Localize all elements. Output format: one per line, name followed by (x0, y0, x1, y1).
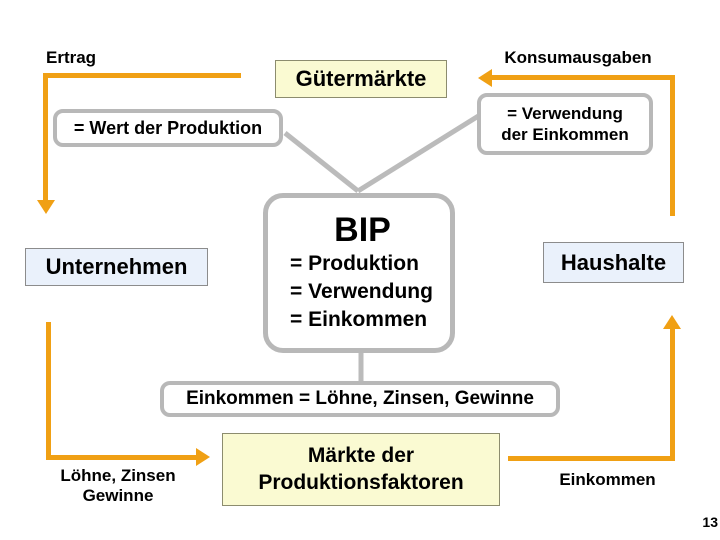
verwendung-line2: der Einkommen (501, 125, 629, 144)
einkommen-gleichung-bar: Einkommen = Löhne, Zinsen, Gewinne (160, 381, 560, 417)
loehne-zinsen-line1: Löhne, Zinsen (60, 466, 176, 485)
verwendung-line1: = Verwendung (507, 103, 623, 123)
verwendung-der-einkommen-box: = Verwendung der Einkommen (477, 93, 653, 155)
einkommen-flow-line-horizontal (508, 456, 675, 461)
loehne-flow-line-horizontal (46, 455, 196, 460)
unternehmen-box: Unternehmen (25, 248, 208, 286)
ertrag-flow-line-horizontal (43, 73, 241, 78)
loehne-zinsen-line2: Gewinne (82, 485, 154, 505)
einkommen-flow-label: Einkommen (559, 470, 656, 489)
ertrag-flow-line-vertical (43, 73, 48, 201)
loehne-zinsen-gewinne-label: Löhne, Zinsen Gewinne (38, 466, 198, 505)
arrow-down-icon (37, 200, 55, 214)
wert-der-produktion-box: = Wert der Produktion (53, 109, 283, 147)
bip-title: BIP (334, 211, 391, 250)
page-number: 13 (702, 514, 718, 530)
bip-box: BIP = Produktion = Verwendung = Einkomme… (263, 193, 455, 353)
wert-der-produktion-label: = Wert der Produktion (73, 117, 263, 138)
faktormaerkte-line1: Märkte der (307, 444, 415, 468)
bip-line-produktion: = Produktion (290, 251, 419, 275)
bip-line-verwendung: = Verwendung (290, 279, 433, 303)
konsumausgaben-flow-line-horizontal (491, 75, 675, 80)
konsumausgaben-label: Konsumausgaben (504, 48, 652, 67)
ertrag-label: Ertrag (46, 48, 97, 67)
faktormaerkte-box: Märkte der Produktionsfaktoren (222, 433, 500, 506)
bip-line-einkommen: = Einkommen (290, 307, 428, 331)
guetermaerkte-box-label: Gütermärkte (295, 66, 427, 91)
faktormaerkte-line2: Produktionsfaktoren (258, 470, 464, 494)
loehne-flow-line-vertical (46, 322, 51, 460)
haushalte-label: Haushalte (560, 249, 667, 275)
unternehmen-label: Unternehmen (45, 254, 188, 279)
konsumausgaben-flow-line-vertical (670, 75, 675, 216)
haushalte-box: Haushalte (543, 242, 684, 283)
einkommen-gleichung-label: Einkommen = Löhne, Zinsen, Gewinne (186, 388, 534, 409)
arrow-up-icon (663, 315, 681, 329)
guetermaerkte-box: Gütermärkte (275, 60, 447, 98)
arrow-right-icon (196, 448, 210, 466)
einkommen-flow-line-vertical (670, 329, 675, 461)
arrow-left-icon (478, 69, 492, 87)
